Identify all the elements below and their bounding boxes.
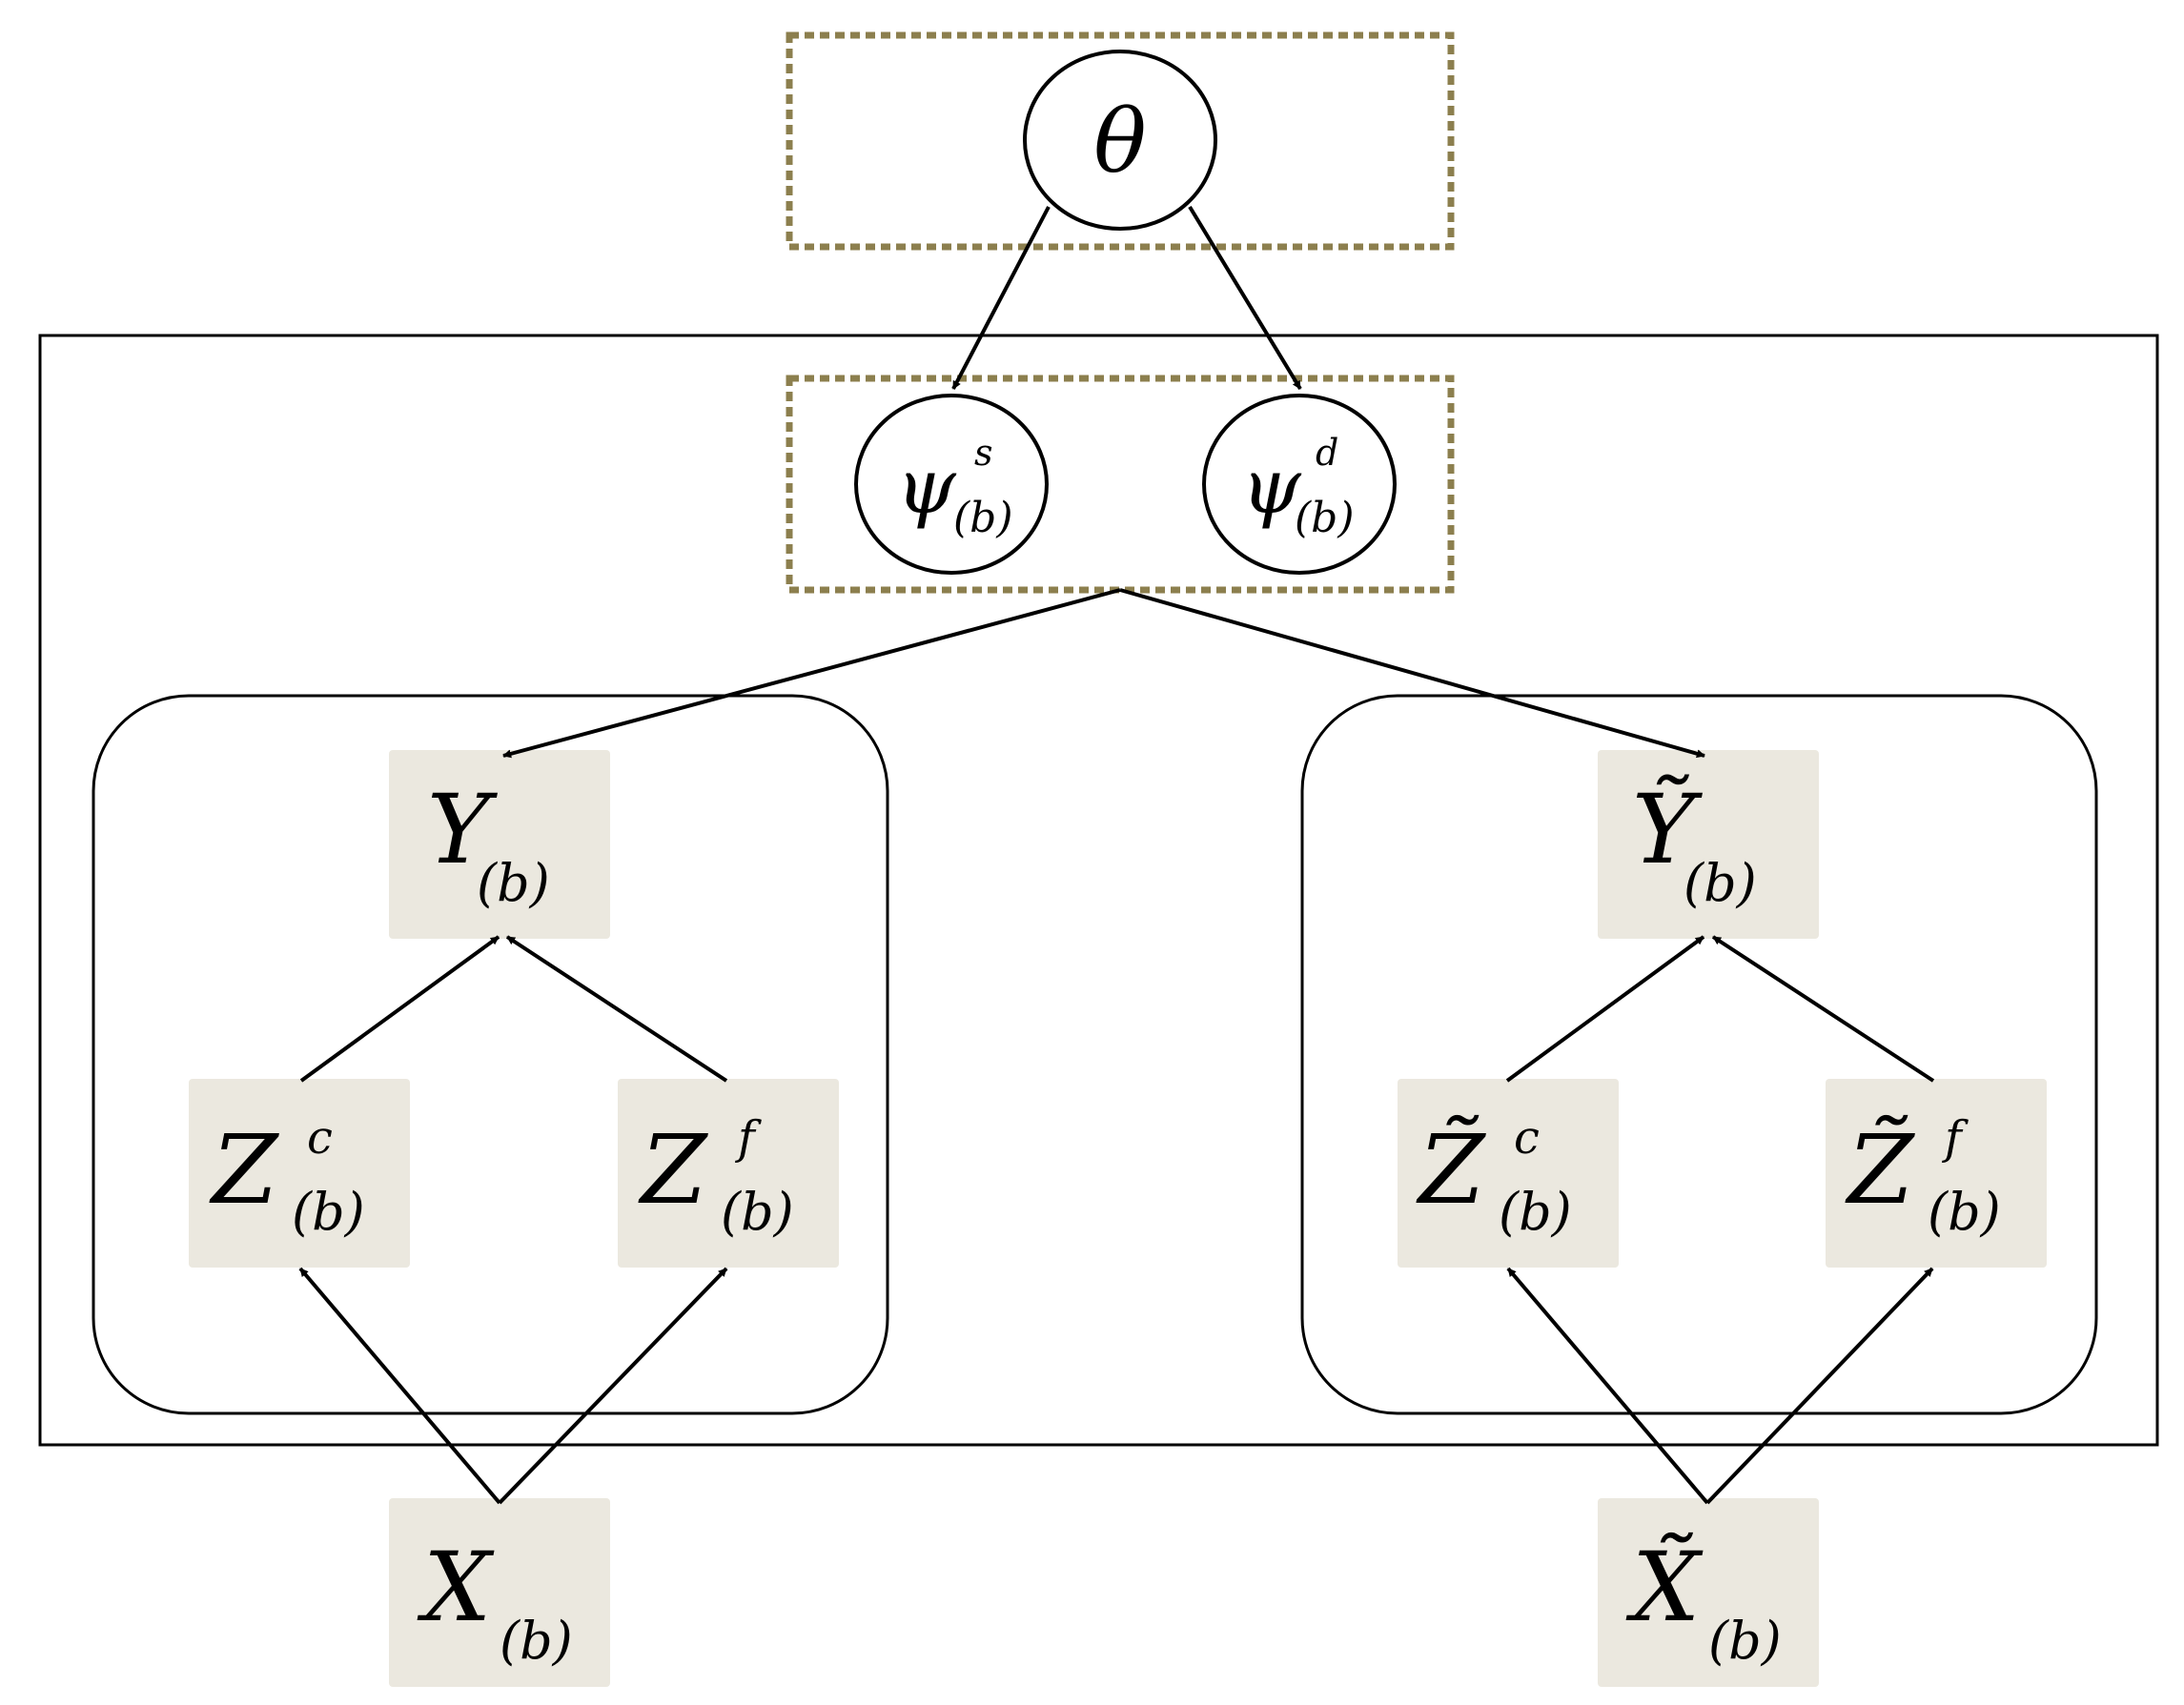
zc-symbol: Z bbox=[209, 1114, 279, 1226]
edge-psi-y bbox=[502, 588, 1121, 759]
zf-tilde-symbol: Z̃ bbox=[1845, 1114, 1915, 1226]
psi-s-superscript: s bbox=[974, 432, 993, 474]
zc-label: Z c (b) bbox=[209, 1111, 365, 1242]
y-tilde-label: Ỹ (b) bbox=[1632, 774, 1757, 913]
left-inner-plate bbox=[92, 694, 889, 1415]
y-symbol: Y bbox=[427, 774, 498, 885]
psi-s-symbol: ψ bbox=[896, 442, 957, 531]
zf-symbol: Z bbox=[638, 1114, 708, 1226]
outer-plate bbox=[38, 334, 2159, 1447]
psi-s-subscript: (b) bbox=[953, 494, 1013, 542]
theta-group-box bbox=[786, 31, 1455, 251]
zc-tilde-subscript: (b) bbox=[1499, 1182, 1572, 1242]
right-inner-plate bbox=[1300, 694, 2098, 1415]
x-tilde-node-box bbox=[1598, 1498, 1819, 1687]
y-node-box bbox=[389, 750, 610, 939]
psi-s-label: ψ s (b) bbox=[896, 432, 1013, 542]
edge-zf-tilde-y-tilde bbox=[1711, 935, 1935, 1083]
zc-tilde-superscript: c bbox=[1514, 1111, 1540, 1165]
edge-zf-y bbox=[505, 935, 728, 1083]
psi-d-subscript: (b) bbox=[1295, 494, 1355, 542]
zc-tilde-node-box bbox=[1398, 1079, 1619, 1268]
edge-x-zc bbox=[298, 1267, 501, 1505]
edge-x-zf bbox=[498, 1267, 728, 1505]
edge-x-tilde-zf-tilde bbox=[1705, 1267, 1934, 1505]
x-tilde-symbol: X̃ bbox=[1625, 1532, 1704, 1643]
edge-theta-psi-d bbox=[1188, 205, 1302, 391]
psi-d-node-circle bbox=[1202, 394, 1397, 575]
psi-d-superscript: d bbox=[1316, 432, 1338, 474]
y-label: Y (b) bbox=[427, 774, 550, 913]
theta-symbol: θ bbox=[1093, 91, 1146, 193]
psi-s-node-circle bbox=[854, 394, 1049, 575]
zf-subscript: (b) bbox=[721, 1182, 794, 1242]
psi-d-symbol: ψ bbox=[1241, 442, 1302, 531]
y-subscript: (b) bbox=[477, 853, 550, 913]
zf-node-box bbox=[618, 1079, 839, 1268]
zc-tilde-symbol: Z̃ bbox=[1416, 1114, 1486, 1226]
psi-d-label: ψ d (b) bbox=[1241, 432, 1355, 542]
edge-psi-y-tilde bbox=[1119, 588, 1705, 759]
zf-tilde-node-box bbox=[1826, 1079, 2047, 1268]
edge-zc-tilde-y-tilde bbox=[1505, 935, 1705, 1083]
x-subscript: (b) bbox=[500, 1611, 573, 1671]
x-tilde-label: X̃ (b) bbox=[1625, 1532, 1782, 1671]
edge-zc-y bbox=[299, 935, 500, 1083]
x-node-box bbox=[389, 1498, 610, 1687]
edge-x-tilde-zc-tilde bbox=[1506, 1267, 1709, 1505]
y-tilde-subscript: (b) bbox=[1684, 853, 1757, 913]
zc-node-box bbox=[189, 1079, 410, 1268]
zf-label: Z f (b) bbox=[638, 1111, 794, 1242]
theta-node-circle bbox=[1023, 50, 1217, 231]
edge-theta-psi-s bbox=[951, 206, 1051, 390]
x-tilde-subscript: (b) bbox=[1708, 1611, 1782, 1671]
y-tilde-node-box bbox=[1598, 750, 1819, 939]
x-label: X (b) bbox=[417, 1532, 573, 1671]
zf-tilde-subscript: (b) bbox=[1928, 1182, 2001, 1242]
theta-label: θ bbox=[1093, 91, 1146, 193]
y-tilde-symbol: Ỹ bbox=[1632, 774, 1703, 885]
psi-group-box bbox=[786, 375, 1455, 594]
zc-subscript: (b) bbox=[292, 1182, 365, 1242]
x-symbol: X bbox=[417, 1532, 495, 1643]
zc-superscript: c bbox=[307, 1111, 333, 1165]
zc-tilde-label: Z̃ c (b) bbox=[1416, 1111, 1572, 1242]
